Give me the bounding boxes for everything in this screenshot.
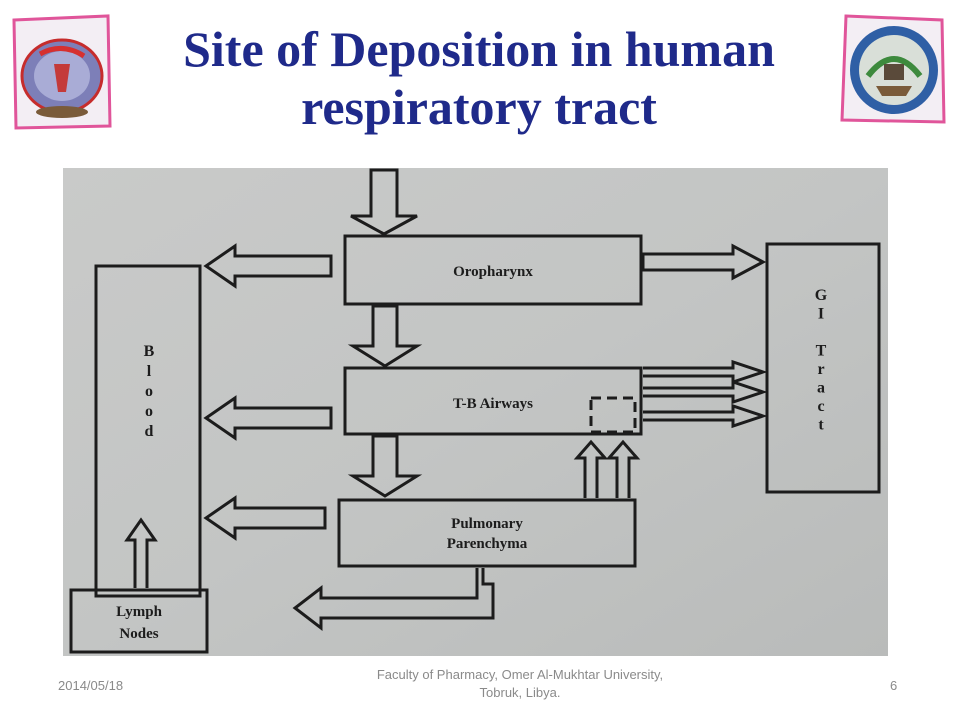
pulmonary-label-line2: Parenchyma [447,536,528,552]
slide-title: Site of Deposition in human respiratory … [120,20,838,136]
title-line-1: Site of Deposition in human [183,21,775,77]
faculty-logo [10,14,114,130]
pulmonary-to-lymph-arrow [292,568,495,632]
footer-line-2: Tobruk, Libya. [479,685,561,700]
gi-tract-box [765,242,881,494]
oropharynx-to-tb-arrow [347,304,423,368]
blood_letters-letter: B [144,343,155,360]
footer-line-1: Faculty of Pharmacy, Omer Al-Mukhtar Uni… [376,667,664,682]
dashed-region [589,396,637,434]
inhalation-arrow [350,168,418,236]
gi_letters-letter: c [817,398,824,415]
pulmonary-to-blood-arrow [203,495,327,541]
gi_letters-letter: r [817,361,824,378]
footer-institution: Faculty of Pharmacy, Omer Al-Mukhtar Uni… [340,666,700,702]
tb-airways-box [343,366,643,436]
blood_letters-letter: o [145,383,153,400]
page-number: 6 [890,678,898,693]
gi_letters-letter: t [818,417,824,434]
lymph-nodes-box [69,588,209,654]
clearance-up-arrow-1 [573,439,609,498]
oropharynx-box [343,234,643,306]
tb-to-gi-arrow-2 [643,379,768,405]
university-seal-logo [838,12,950,126]
blood-box [94,264,202,598]
tb-to-gi-arrow-1 [643,359,768,385]
gi_letters-letter: a [817,380,825,397]
gi_letters-letter: I [818,306,824,323]
gi_letters-letter: T [816,343,827,360]
tb-to-pulmonary-arrow [347,434,423,498]
blood_letters-letter: o [145,403,153,420]
tb-to-gi-arrow-3 [643,403,768,429]
diagram-photo: Oropharynx T-B Airways Pulmonary Parench… [63,168,888,656]
tb-to-blood-arrow [203,395,333,441]
lymph-to-blood-arrow [124,517,158,588]
oropharynx-label: Oropharynx [453,264,533,280]
gi_letters-letter: G [815,287,828,304]
blood_letters-letter: d [145,423,154,440]
oropharynx-to-gi-arrow [641,243,767,281]
tb-airways-label: T-B Airways [453,396,533,412]
blood_letters-letter: l [147,363,152,380]
oropharynx-to-blood-arrow [203,243,333,289]
pulmonary-label-line1: Pulmonary [451,516,523,532]
lymph-label-line2: Nodes [119,626,158,642]
lymph-label-line1: Lymph [116,604,163,620]
clearance-up-arrow-2 [605,439,641,498]
pulmonary-parenchyma-box [337,498,637,568]
footer-date: 2014/05/18 [58,678,124,693]
title-line-2: respiratory tract [301,79,657,135]
